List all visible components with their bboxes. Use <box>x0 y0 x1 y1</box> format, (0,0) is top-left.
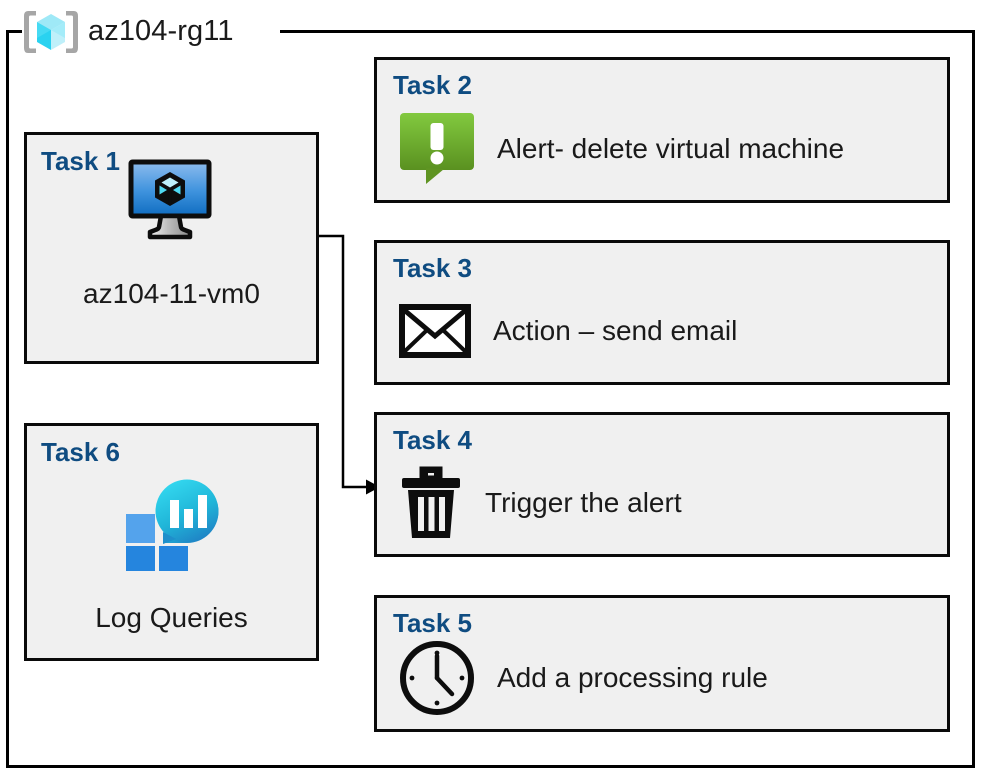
task-box-task1[interactable]: Task 1 <box>24 132 319 364</box>
task-label: Task 1 <box>41 146 121 176</box>
task-label: Task 3 <box>393 253 473 283</box>
task-label: Task 2 <box>393 70 473 100</box>
icon-slot <box>399 112 475 186</box>
task-box-task5[interactable]: Task 5 Add a processing rule <box>374 595 950 732</box>
task-content-row: Alert- delete virtual machine <box>399 104 937 194</box>
resource-group-header: az104-rg11 <box>20 6 234 58</box>
icon-slot <box>27 159 316 241</box>
icon-slot <box>27 476 316 572</box>
task-label: Task 6 <box>41 437 121 467</box>
task-box-task2[interactable]: Task 2 <box>374 57 950 203</box>
task-box-task3[interactable]: Task 3 Action – send email <box>374 240 950 385</box>
log-analytics-icon <box>120 476 224 572</box>
virtual-machine-icon <box>128 159 216 241</box>
trash-delete-icon <box>399 465 463 541</box>
icon-slot <box>399 640 475 716</box>
task-content-row: Add a processing rule <box>399 630 937 726</box>
task-box-task4[interactable]: Task 4 <box>374 412 950 557</box>
task-content-row: Trigger the alert <box>399 455 937 551</box>
task-label: Task 5 <box>393 608 473 638</box>
azure-resource-group-icon <box>20 7 82 57</box>
resource-group-title: az104-rg11 <box>88 14 234 47</box>
task-box-task6[interactable]: Task 6 <box>24 423 319 661</box>
task-caption: Log Queries <box>95 602 248 633</box>
resource-group-container <box>6 30 975 768</box>
icon-slot <box>399 304 471 358</box>
task-text: Trigger the alert <box>485 487 682 518</box>
task-text: Add a processing rule <box>497 662 768 693</box>
task-label: Task 4 <box>393 425 473 455</box>
icon-slot <box>399 465 463 541</box>
task-caption: az104-11-vm0 <box>83 278 260 309</box>
task-text: Alert- delete virtual machine <box>497 133 845 164</box>
task-text: Action – send email <box>493 315 738 346</box>
email-envelope-icon <box>399 304 471 358</box>
clock-icon <box>399 640 475 716</box>
alert-exclamation-icon <box>399 112 475 186</box>
task-content-row: Action – send email <box>399 285 937 377</box>
